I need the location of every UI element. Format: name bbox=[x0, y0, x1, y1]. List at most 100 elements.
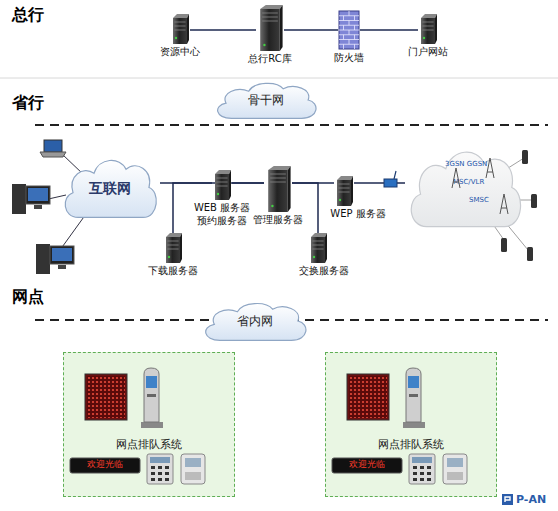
cloud-outline bbox=[218, 83, 316, 118]
server-bay bbox=[216, 178, 227, 179]
server-led bbox=[217, 193, 219, 195]
client-wire bbox=[60, 214, 86, 250]
pc-tower bbox=[36, 244, 50, 274]
node-label: 资源中心 bbox=[160, 46, 200, 57]
server-icon bbox=[264, 166, 292, 212]
tower-icon bbox=[452, 168, 460, 188]
node-label: 3GSN GGSN bbox=[445, 161, 487, 169]
led-text: 欢迎光临 bbox=[332, 460, 402, 470]
server-bay bbox=[270, 174, 286, 175]
phone-icon bbox=[501, 238, 507, 252]
cloud-shape bbox=[405, 145, 525, 230]
server-bay bbox=[338, 184, 349, 185]
server-top bbox=[421, 14, 437, 18]
server-node: 总行RC库 bbox=[256, 5, 284, 51]
server-body bbox=[268, 170, 288, 212]
server-node: 下载服务器 bbox=[163, 233, 183, 263]
server-body bbox=[173, 18, 187, 44]
server-bay bbox=[216, 186, 227, 187]
phone-icon bbox=[522, 150, 528, 164]
brick-joint bbox=[349, 30, 350, 35]
towers bbox=[452, 158, 508, 214]
server-icon bbox=[418, 14, 438, 44]
server-side bbox=[187, 14, 189, 44]
cloud-outline bbox=[206, 304, 306, 341]
server-node: 防火墙 bbox=[338, 10, 360, 50]
server-side bbox=[229, 170, 231, 200]
node-label: 门户网站 bbox=[408, 46, 448, 57]
server-node: 门户网站 bbox=[418, 14, 438, 44]
logo-glyph bbox=[505, 497, 510, 502]
server-bay bbox=[216, 182, 227, 183]
network-cloud: 省内网 bbox=[200, 300, 310, 342]
network-link bbox=[284, 29, 338, 31]
server-bay bbox=[338, 192, 349, 193]
server-icon bbox=[256, 5, 284, 51]
router-icon bbox=[384, 171, 397, 187]
tower-icon bbox=[500, 194, 508, 214]
branch-equipment bbox=[70, 368, 205, 484]
brick-joint bbox=[354, 25, 355, 30]
server-bay bbox=[174, 22, 185, 23]
section-rule bbox=[0, 78, 558, 79]
router-antenna bbox=[394, 171, 396, 179]
logo-text: P-AN bbox=[516, 494, 546, 506]
server-led bbox=[313, 256, 315, 258]
server-top bbox=[268, 166, 290, 170]
brick-joint bbox=[343, 25, 344, 30]
server-top bbox=[166, 233, 182, 237]
phone-icon bbox=[527, 247, 533, 261]
network-cloud: 骨干网 bbox=[212, 80, 320, 120]
laptop-icon bbox=[40, 140, 66, 157]
server-bay bbox=[262, 21, 278, 22]
pc-icon bbox=[12, 184, 50, 214]
node-label: 管理服务器 bbox=[253, 214, 303, 225]
section-divider bbox=[35, 124, 548, 126]
node-label: WEB 服务器 bbox=[194, 202, 250, 213]
server-bay bbox=[338, 188, 349, 189]
server-side bbox=[325, 233, 327, 263]
server-led bbox=[168, 256, 170, 258]
server-bay bbox=[174, 30, 185, 31]
node-label: 防火墙 bbox=[334, 52, 364, 63]
tower-icon bbox=[486, 158, 494, 178]
server-bay bbox=[312, 245, 323, 246]
server-node: WEP 服务器 bbox=[334, 176, 354, 206]
server-icon bbox=[308, 233, 328, 263]
network-cloud: 3GSN GGSNMSC/VLRSMSC bbox=[405, 145, 525, 230]
server-bay bbox=[167, 241, 178, 242]
server-bay bbox=[422, 22, 433, 23]
server-side bbox=[180, 233, 182, 263]
brick-joint bbox=[349, 11, 350, 16]
server-bay bbox=[167, 245, 178, 246]
network-link bbox=[190, 29, 256, 31]
brick-joint bbox=[354, 44, 355, 49]
pc-stand bbox=[58, 265, 66, 269]
server-led bbox=[263, 44, 265, 46]
section-label: 网点 bbox=[12, 288, 44, 306]
node-label: WEP 服务器 bbox=[330, 208, 385, 219]
server-bay bbox=[422, 26, 433, 27]
server-icon bbox=[163, 233, 183, 263]
node-label: 网点排队系统 bbox=[378, 439, 444, 451]
server-side bbox=[351, 176, 353, 206]
node-label: 下载服务器 bbox=[148, 265, 198, 276]
section-label: 总行 bbox=[12, 6, 44, 24]
brick-joint bbox=[349, 21, 350, 26]
node-label: 预约服务器 bbox=[197, 215, 247, 226]
server-bay bbox=[167, 249, 178, 250]
server-body bbox=[166, 237, 180, 263]
server-body bbox=[311, 237, 325, 263]
node-label: 网点排队系统 bbox=[116, 439, 182, 451]
pc-screen bbox=[52, 248, 72, 261]
router-body bbox=[384, 179, 397, 187]
server-bay bbox=[174, 26, 185, 27]
server-bay bbox=[312, 241, 323, 242]
server-top bbox=[173, 14, 189, 18]
server-icon bbox=[170, 14, 190, 44]
server-top bbox=[311, 233, 327, 237]
logo-square bbox=[502, 494, 513, 505]
pc-tower bbox=[12, 184, 26, 214]
